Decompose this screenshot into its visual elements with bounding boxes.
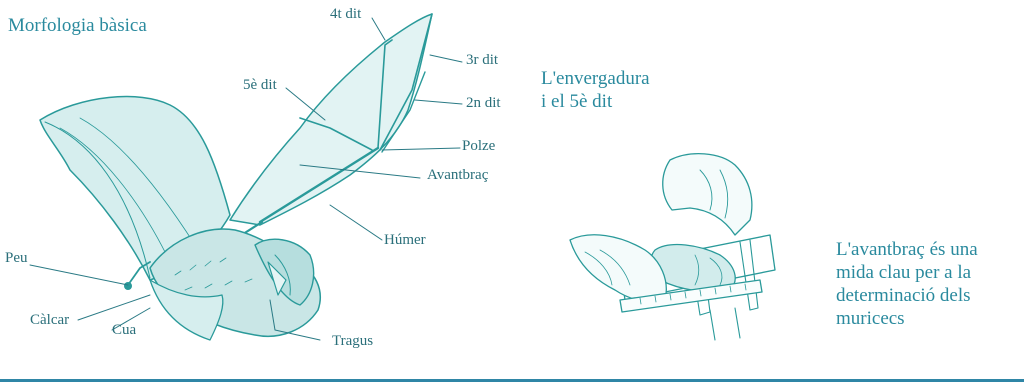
right-wing xyxy=(230,14,432,225)
top-hand xyxy=(663,154,752,235)
label-calcar: Càlcar xyxy=(30,312,69,329)
label-foot: Peu xyxy=(5,250,28,267)
wingspan-caption: L'envergadura i el 5è dit xyxy=(541,67,650,113)
wingspan-caption-line-2: i el 5è dit xyxy=(541,90,650,113)
caliper-measurement-illustration xyxy=(560,140,810,370)
label-forearm: Avantbraç xyxy=(427,167,488,184)
label-finger-4: 4t dit xyxy=(330,6,361,23)
bat-illustration xyxy=(0,0,540,380)
label-finger-3: 3r dit xyxy=(466,52,498,69)
label-finger-5: 5è dit xyxy=(243,77,277,94)
forearm-caption-line-1: L'avantbraç és una xyxy=(836,238,978,261)
label-finger-2: 2n dit xyxy=(466,95,501,112)
left-hand xyxy=(570,235,666,302)
forearm-caption-line-2: mida clau per a la xyxy=(836,261,978,284)
bottom-divider xyxy=(0,379,1024,382)
forearm-caption: L'avantbraç és una mida clau per a la de… xyxy=(836,238,978,330)
label-humerus: Húmer xyxy=(384,232,426,249)
label-tragus: Tragus xyxy=(332,333,373,350)
forearm-caption-line-3: determinació dels xyxy=(836,284,978,307)
wingspan-caption-line-1: L'envergadura xyxy=(541,67,650,90)
label-tail: Cua xyxy=(112,322,136,339)
label-thumb: Polze xyxy=(462,138,495,155)
forearm-caption-line-4: muricecs xyxy=(836,307,978,330)
